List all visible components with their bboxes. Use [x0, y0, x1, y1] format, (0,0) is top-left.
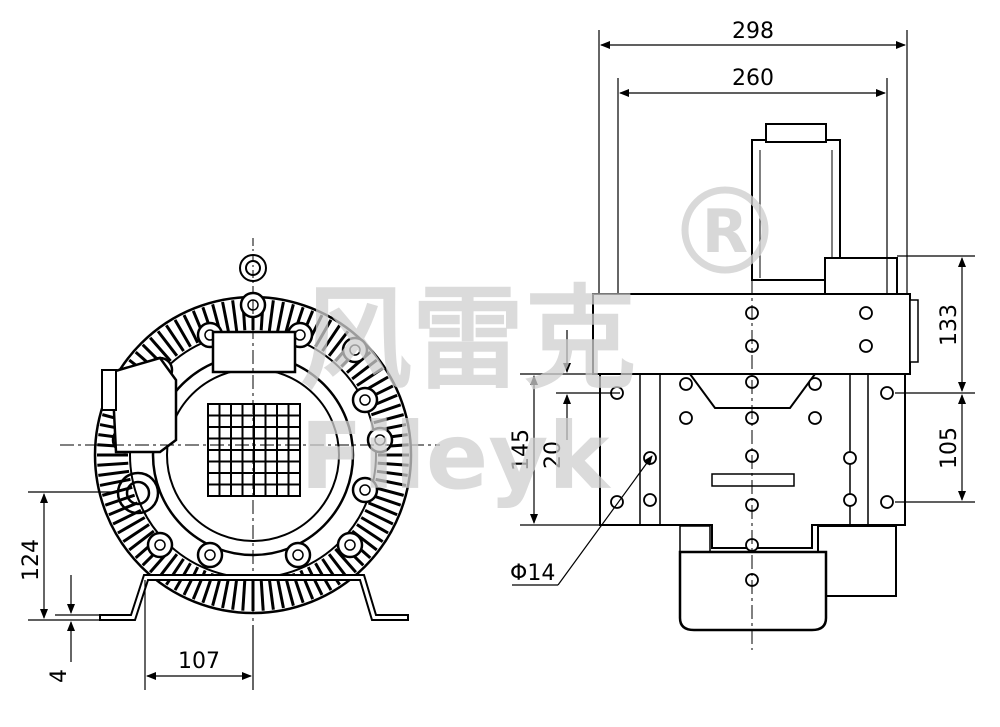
watermark: 风雷克 Fileyk R: [300, 186, 769, 510]
svg-text:风雷克: 风雷克: [300, 275, 636, 405]
dim-298: 298: [732, 19, 774, 44]
svg-text:R: R: [702, 197, 748, 267]
dim-4: 4: [47, 669, 72, 683]
dim-107: 107: [178, 649, 220, 674]
side-dimensions: 298 260 133 105 145 20 Φ14: [509, 19, 975, 586]
fan-cover: [678, 550, 828, 632]
dim-260: 260: [732, 66, 774, 91]
front-view: [60, 238, 440, 625]
dim-145: 145: [509, 429, 534, 471]
dim-20: 20: [541, 441, 566, 469]
junction-box: [110, 356, 178, 454]
svg-text:Fileyk: Fileyk: [300, 403, 611, 510]
motor-housing: [751, 139, 841, 281]
dim-133: 133: [937, 304, 962, 346]
inlet-port: [116, 471, 160, 515]
dim-105: 105: [937, 427, 962, 469]
terminal-box: [211, 330, 297, 374]
lifting-eye-icon: [239, 238, 267, 300]
mounting-feet: [99, 574, 409, 621]
front-dimensions: 124 4 107: [19, 491, 254, 690]
side-view: [592, 123, 919, 650]
dim-124: 124: [19, 539, 44, 581]
fan-grille: [207, 403, 301, 497]
dim-phi14: Φ14: [510, 561, 555, 586]
